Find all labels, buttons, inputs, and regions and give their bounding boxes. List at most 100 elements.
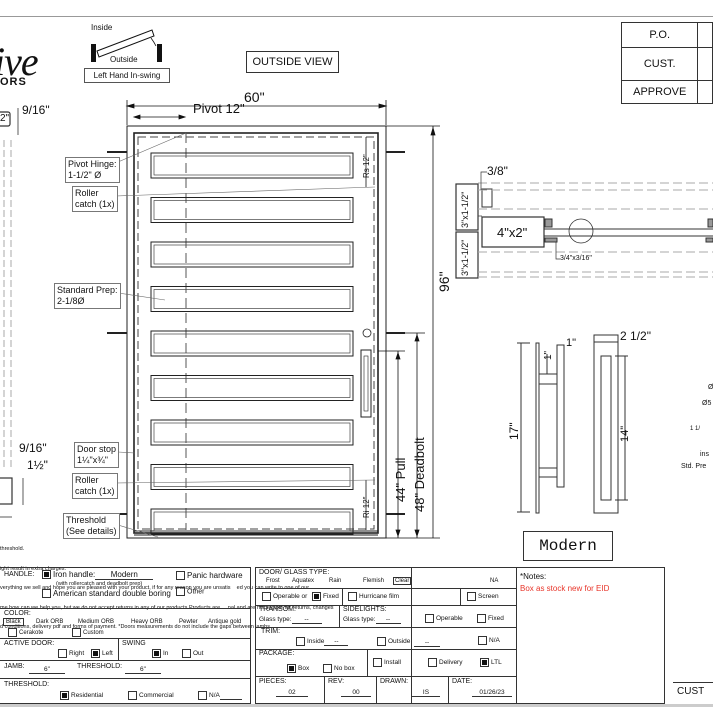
package-no-box[interactable]: No box [323,664,355,673]
trim-inside-value[interactable]: -- [324,638,349,647]
swing-inside-label: Inside [91,23,113,32]
package-ltl-checkbox[interactable] [480,658,489,667]
door-panel [150,286,354,312]
transom-glass-value[interactable]: -- [291,616,322,624]
jamb-label: JAMB: [4,663,25,670]
screen-option[interactable]: Screen [467,592,499,601]
swing-out[interactable]: Out [182,649,203,658]
sidelights-operable-checkbox[interactable] [425,614,434,623]
threshold-na-label: N/A [209,692,220,700]
trim-na-checkbox[interactable] [478,636,487,645]
panic-option[interactable]: Panic hardware [176,571,243,581]
dim-ri: Ri 12" [362,496,371,518]
bottom-rule [0,704,713,707]
trim-na[interactable]: N/A [478,636,500,645]
approve-value[interactable] [697,80,713,104]
trim-label: TRIM: [261,628,281,635]
hurricane-option[interactable]: Hurricane film [348,592,399,601]
package-delivery[interactable]: Delivery [428,658,462,667]
other-checkbox[interactable] [176,587,185,596]
other-option[interactable]: Other [176,587,205,596]
iron-handle-checkbox[interactable] [42,570,51,580]
active-door-right[interactable]: Right [58,649,84,658]
trim-inside[interactable]: Inside-- [296,637,349,647]
american-option[interactable]: American standard double boring [42,589,171,599]
drawn-date-cell: IS DATE: 01/26/23 [410,676,516,703]
jamb-value[interactable]: 6" [29,666,65,674]
threshold-na-checkbox[interactable] [198,691,207,700]
color-option-black[interactable]: Black [3,618,24,626]
glass-option-na[interactable]: NA [490,578,499,584]
package-box-checkbox[interactable] [287,664,296,673]
iron-handle-option[interactable]: Iron handle:Modern [42,570,154,580]
glass-option-clear[interactable]: Clear [393,577,412,585]
color-option-antique-gold[interactable]: Antique gold [208,619,242,625]
color-option-medium-orb[interactable]: Medium ORB [78,619,115,625]
threshold-residential-checkbox[interactable] [60,691,69,700]
threshold-residential[interactable]: Residential [60,691,103,700]
threshold-size-value[interactable]: 6" [125,666,161,674]
package-box[interactable]: Box [287,664,309,673]
threshold-na[interactable]: N/A [198,691,242,701]
active-door-left-checkbox[interactable] [91,649,100,658]
glass-option-aquatex[interactable]: Aquatex [292,578,315,584]
left-dim-mid: 9/16" [19,441,47,455]
custom-option[interactable]: Custom [72,628,104,637]
pieces-value[interactable]: 02 [276,689,308,697]
partial-note-2: Ø5 [702,400,712,407]
threshold-commercial-checkbox[interactable] [128,691,137,700]
swing-out-checkbox[interactable] [182,649,191,658]
package-right-cell: Delivery LTL [410,649,516,677]
trim-inside-checkbox[interactable] [296,637,305,646]
swing-in[interactable]: In [152,649,168,658]
sidelights-operable[interactable]: Operable [425,614,463,623]
handle-width: 2 1/2" [620,329,651,343]
hurricane-checkbox[interactable] [348,592,357,601]
sidelights-glass-value[interactable]: -- [375,616,401,624]
divider [339,605,340,627]
divider [460,588,461,605]
drawn-value[interactable]: IS [412,689,440,697]
operable-option[interactable]: Operable or [262,592,307,601]
notes-label: *Notes: [520,572,547,581]
rev-value[interactable]: 00 [341,689,371,697]
notes-text[interactable]: Box as stock new for EID [520,584,610,593]
active-door-right-checkbox[interactable] [58,649,67,658]
trim-outside-checkbox[interactable] [377,637,386,646]
trim-outside[interactable]: Outside [377,637,410,646]
sidelights-fixed[interactable]: Fixed [477,614,504,623]
panic-checkbox[interactable] [176,571,185,581]
trim-outside-value[interactable]: -- [414,639,440,647]
fixed-option[interactable]: Fixed [312,592,339,601]
operable-checkbox[interactable] [262,592,271,601]
swing-in-checkbox[interactable] [152,649,161,658]
custom-checkbox[interactable] [72,628,81,637]
fixed-checkbox[interactable] [312,592,321,601]
package-no-box-checkbox[interactable] [323,664,332,673]
dim-height: 96" [436,271,452,292]
package-ltl[interactable]: LTL [480,658,502,667]
active-door-left[interactable]: Left [91,649,113,658]
color-option-pewter[interactable]: Pewter [179,619,198,625]
glass-label: DOOR/ GLASS TYPE: [259,569,330,576]
package-install-checkbox[interactable] [373,658,382,667]
iron-handle-value[interactable]: Modern [95,570,154,580]
package-install[interactable]: Install [373,658,401,667]
package-delivery-checkbox[interactable] [428,658,437,667]
iron-handle-label: Iron handle: [53,570,96,579]
date-value[interactable]: 01/26/23 [472,689,512,697]
american-checkbox[interactable] [42,589,51,599]
glass-option-frost[interactable]: Frost [266,578,280,584]
glass-option-flemish[interactable]: Flemish [363,578,385,584]
screen-checkbox[interactable] [467,592,476,601]
color-label: COLOR: [4,610,31,617]
cerakote-checkbox[interactable] [8,628,17,637]
color-option-heavy-orb[interactable]: Heavy ORB [131,619,163,625]
glass-option-rain[interactable]: Rain [329,578,342,584]
cerakote-option[interactable]: Cerakote [8,628,43,637]
pull-handle [360,349,372,418]
color-option-dark-orb[interactable]: Dark ORB [36,619,64,625]
threshold-type-label: THRESHOLD: [4,681,50,688]
threshold-commercial[interactable]: Commercial [128,691,174,700]
sidelights-fixed-checkbox[interactable] [477,614,486,623]
